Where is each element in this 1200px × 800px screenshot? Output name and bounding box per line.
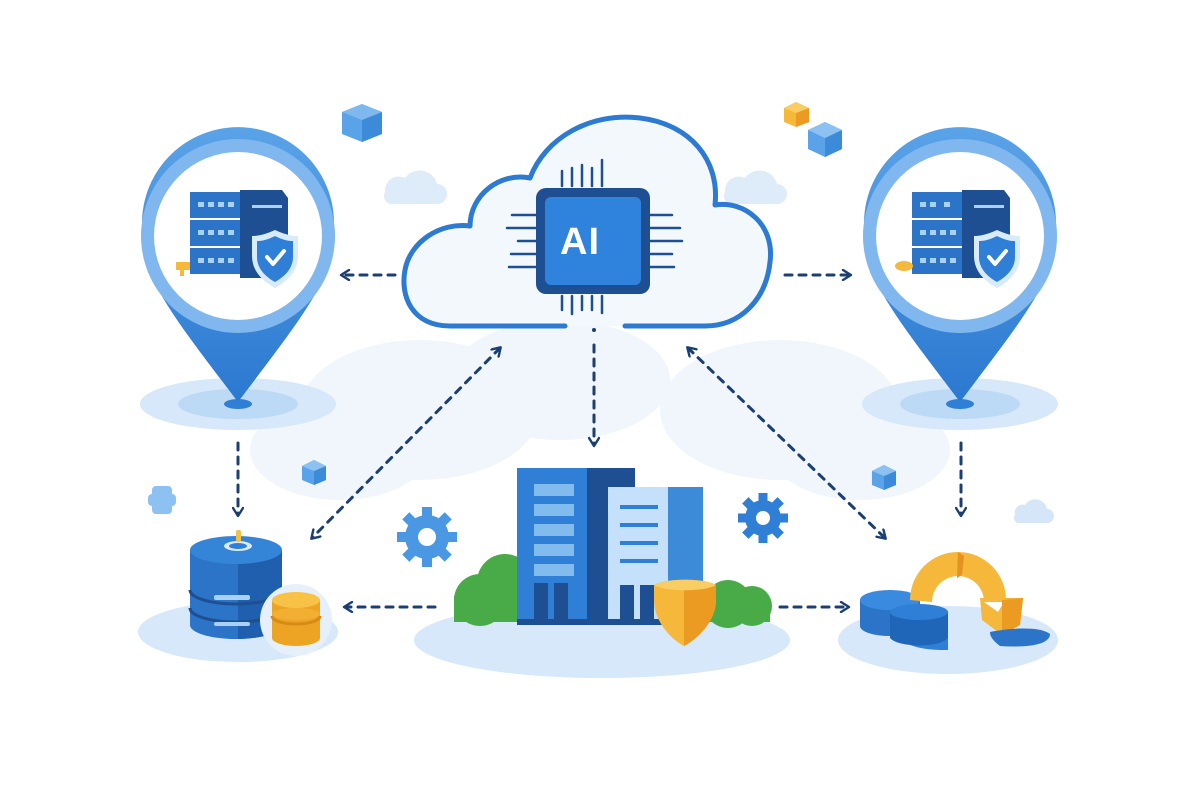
shield-check-icon [252,230,298,288]
puzzle-icon [148,486,176,514]
ai-chip-label: AI [560,220,600,263]
database-coins-icon [138,530,338,662]
cloud-ai-icon [401,114,774,329]
shield-check-icon [974,230,1020,288]
office-buildings-icon [414,468,790,678]
shield-icon [654,579,716,646]
arrow-cloud-left-storage [312,348,500,538]
arrow-cloud-right-backup [688,348,885,538]
storage-sync-icon [838,552,1058,674]
small-cloud-icon [723,170,787,204]
cube-icon [342,104,382,142]
gear-icon [738,493,788,543]
small-cloud-icon [383,170,447,204]
cube-icon [808,122,842,157]
small-cloud-icon [1013,499,1054,523]
gear-icon [397,507,457,567]
right-location-pin-icon [862,127,1058,430]
cube-icon [784,102,809,127]
chip-pins [505,158,684,316]
connector-arrows [238,275,961,607]
left-location-pin-icon [140,127,336,430]
